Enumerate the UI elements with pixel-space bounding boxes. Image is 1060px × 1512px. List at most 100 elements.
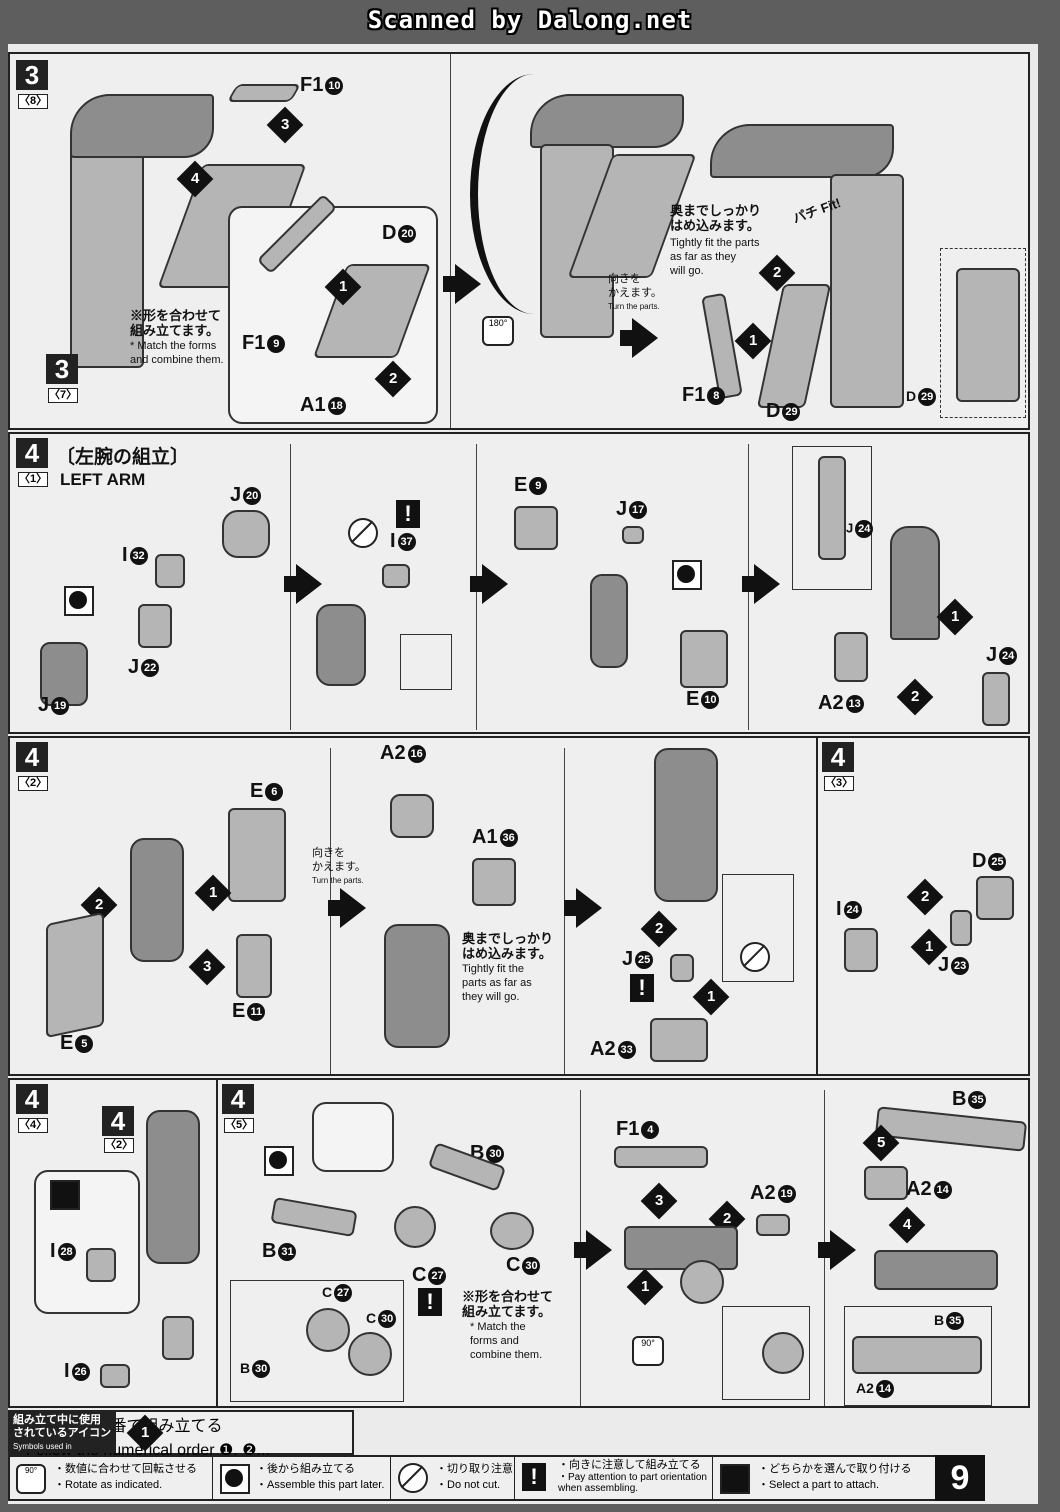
part-i37 [382, 564, 410, 588]
order-marker: 1 [734, 322, 772, 360]
divider [816, 738, 818, 1074]
divider [216, 1080, 218, 1406]
detail-part [852, 1336, 982, 1374]
part-a2-19 [756, 1214, 790, 1236]
order-marker: 1 [936, 598, 974, 636]
rotation-arc [470, 74, 598, 314]
legend-nocut: ・切り取り注意 ・Do not cut. [390, 1457, 515, 1499]
detail-box [230, 1280, 404, 1402]
step-number: 4 [16, 1084, 48, 1114]
rotate-icon: 90° [16, 1464, 46, 1494]
next-arrow [818, 1230, 856, 1270]
part-b35 [874, 1106, 1028, 1152]
detail-box [844, 1306, 992, 1406]
step-number: 3 [16, 60, 48, 90]
part-a1-36 [472, 858, 516, 906]
step-number: 4 [822, 742, 854, 772]
order-marker: 2 [640, 910, 678, 948]
section-title-jp: 〔左腕の組立〕 [56, 447, 190, 468]
legend-attention: ! ・向きに注意して組み立てる ・Pay attention to part o… [514, 1457, 713, 1499]
step-number: 4 [16, 742, 48, 772]
part-j20 [222, 510, 270, 558]
rotate-icon: 180° [482, 316, 514, 346]
part-a2-33 [650, 1018, 708, 1062]
legend-later: ・後から組み立てる ・Assemble this part later. [212, 1457, 391, 1499]
scanner-watermark: Scanned by Dalong.net [367, 6, 693, 34]
attention-icon: ! [522, 1463, 546, 1491]
order-marker: 1 [626, 1268, 664, 1306]
attention-text-en: ・Pay attention to part orientation when … [558, 1472, 707, 1494]
ref-sub-step: 〈2〉 [104, 1138, 134, 1153]
assemble-later-icon [220, 1464, 250, 1494]
match-forms-note-en: * Match the forms and combine them. [130, 340, 224, 366]
attention-icon: ! [630, 974, 654, 1002]
part-j19 [40, 642, 88, 706]
part-e5 [46, 911, 104, 1039]
match-forms-note: ※形を合わせて 組み立てます。 [462, 1289, 554, 1319]
order-marker: 4 [888, 1206, 926, 1244]
order-marker: 2 [906, 878, 944, 916]
order-marker: 3 [640, 1182, 678, 1220]
sub-step: 〈4〉 [18, 1118, 48, 1133]
ref-sub-step: 〈7〉 [48, 388, 78, 403]
ref-step-number: 4 [102, 1106, 134, 1136]
step-number: 4 [16, 438, 48, 468]
detail-part [306, 1308, 350, 1352]
fit-note: 奥までしっかり はめ込みます。 [462, 931, 554, 961]
order-marker: 1 [194, 874, 232, 912]
sub-step: 〈3〉 [824, 776, 854, 791]
arm-part [146, 1110, 200, 1264]
fit-note-en: Tightly fit the parts as far as they wil… [670, 237, 760, 277]
fit-note: 奥までしっかり はめ込みます。 [670, 203, 762, 233]
arm-part [316, 604, 366, 686]
arm-part [710, 124, 894, 178]
wing-part [756, 284, 832, 408]
wheel-part [680, 1260, 724, 1304]
part-f1-4 [614, 1146, 708, 1168]
sub-step: 〈1〉 [18, 472, 48, 487]
legend-rotate: 90° ・数値に合わせて回転させる ・Rotate as indicated. [10, 1457, 213, 1499]
wing-small-part [226, 84, 302, 102]
arm-part [130, 838, 184, 962]
detail-box [940, 248, 1026, 418]
order-marker: 3 [188, 948, 226, 986]
part-b31 [270, 1196, 358, 1238]
attention-icon: ! [396, 500, 420, 528]
part-e11 [236, 934, 272, 998]
turn-note-en: Turn the parts. [608, 302, 660, 311]
part-a2-13 [834, 632, 868, 682]
part-a2-14 [864, 1166, 908, 1200]
select-part-icon [720, 1464, 750, 1494]
sub-step: 〈2〉 [18, 776, 48, 791]
order-marker: 1 [692, 978, 730, 1016]
section-title-en: LEFT ARM [60, 470, 146, 489]
assemble-later-icon [64, 586, 94, 616]
